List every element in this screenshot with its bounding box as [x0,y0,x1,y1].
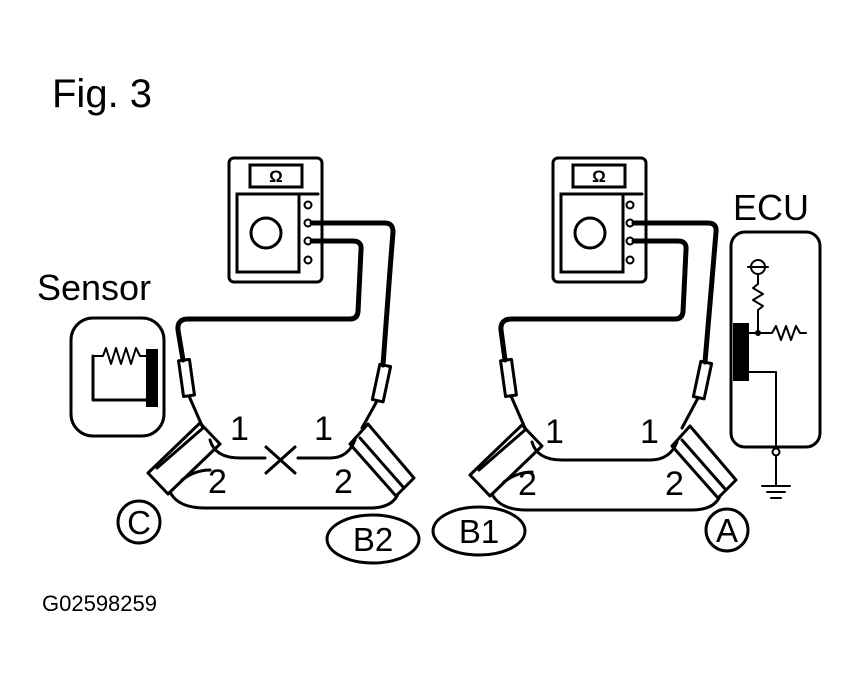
sensor-label: Sensor [37,267,151,308]
ohmmeter-right-jack [625,255,635,265]
right-lead-wire-left [498,238,689,363]
pin-label-b1-1: 1 [545,413,564,451]
harness-wire-1-right-side [530,440,679,462]
ohmmeter-left-display [248,163,304,189]
ohmmeter-right-jack [625,200,635,210]
connector-b2 [348,422,416,498]
connector-tag-b1-text: B1 [459,513,499,550]
harness-wire-1-right [296,438,357,460]
left-lead-wire-right [309,220,396,368]
left-lead-wire-left [175,238,364,363]
ohmmeter-left-panel [235,192,301,274]
ecu-connector-block [733,323,749,381]
ohmmeter-left-jack [303,255,313,265]
pin-label-b2-2: 2 [334,463,353,501]
ohmmeter-left-dial [249,216,283,250]
ground-icon [761,455,791,499]
pin-label-b1-2: 2 [518,465,537,503]
ohmmeter-right: Ω [551,156,648,284]
ohmmeter-right-symbol: Ω [592,167,606,186]
sensor-body [69,316,166,438]
pin-label-b2-1: 1 [314,410,333,448]
connector-b1 [468,423,544,498]
open-circuit-mark [264,445,297,475]
connector-tag-b1: B1 [431,505,527,557]
pin-label-c-1: 1 [230,410,249,448]
connector-tag-a-text: A [716,512,738,549]
right-probe-2 [691,359,714,401]
ecu-series-resistor [757,325,807,341]
harness-wire-1-left [208,438,267,460]
ohmmeter-right-display [571,163,627,189]
ohmmeter-right-dial [573,216,607,250]
left-probe-2 [370,362,393,404]
connector-c [146,421,222,496]
right-lead-wire-right [631,220,719,365]
pin-label-a-1: 1 [640,413,659,451]
ecu-pullup-resistor [752,273,764,334]
connector-tag-b2-text: B2 [353,521,393,558]
connector-tag-c-text: C [127,504,151,541]
ohmmeter-left: Ω [227,156,324,284]
sensor-resistor [91,347,158,407]
harness-wire-2-right-side [490,492,722,512]
connector-a [670,424,738,500]
ecu-internal-circuit [733,259,807,457]
right-probe-1 [499,357,518,399]
ohmmeter-left-jack [303,200,313,210]
harness-wire-2 [168,490,400,510]
figure-title: Fig. 3 [52,72,152,116]
connector-tag-c: C [116,499,162,545]
connector-tag-b2: B2 [325,513,421,565]
pin-label-a-2: 2 [665,465,684,503]
ohmmeter-left-symbol: Ω [269,167,283,186]
pin-label-c-2: 2 [208,463,227,501]
ohmmeter-right-panel [559,192,625,274]
ecu-label: ECU [733,187,809,228]
connector-tag-a: A [704,507,750,553]
figure-code: G02598259 [42,591,157,616]
left-probe-1 [177,357,196,399]
